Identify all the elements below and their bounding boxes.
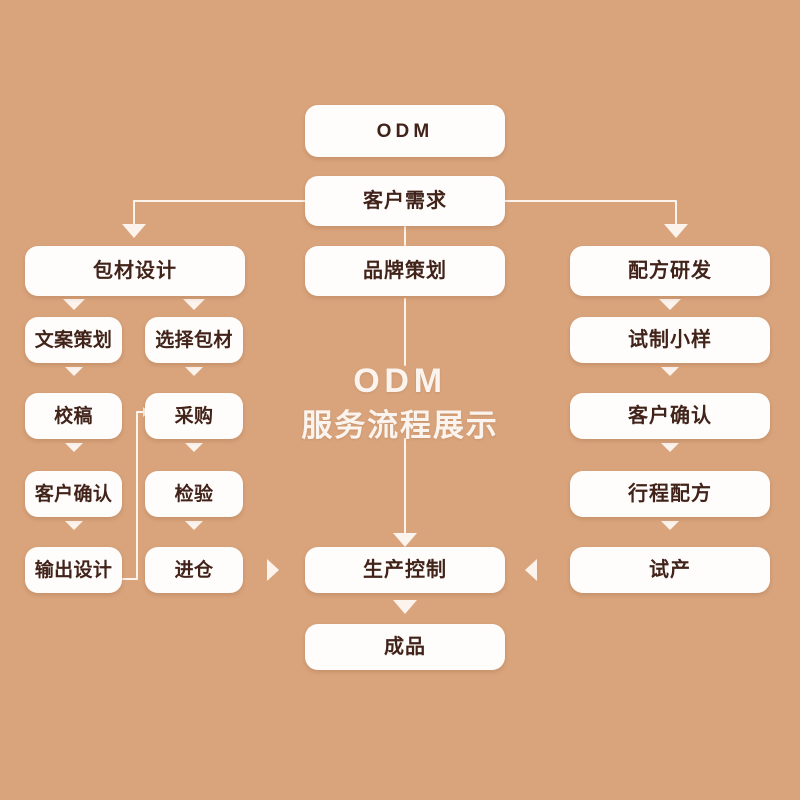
connector-brand-spine-bottom <box>404 438 406 536</box>
arrow-down-icon-r-1 <box>661 367 679 376</box>
node-output-design[interactable]: 输出设计 <box>25 547 122 593</box>
arrow-down-icon-to-production <box>393 533 417 547</box>
node-trial-sample[interactable]: 试制小样 <box>570 317 770 363</box>
connector-demand-to-left <box>133 200 307 202</box>
connector-demand-to-center <box>404 226 406 246</box>
arrow-left-icon-into-production <box>525 559 537 581</box>
connector-right-drop <box>675 200 677 227</box>
arrow-down-icon-lb-3 <box>185 521 203 530</box>
arrow-down-icon-to-select-material <box>183 299 205 310</box>
node-trial-production[interactable]: 试产 <box>570 547 770 593</box>
connector-left-drop <box>133 200 135 227</box>
arrow-down-icon-left-branch <box>122 224 146 238</box>
node-formula-rnd[interactable]: 配方研发 <box>570 246 770 296</box>
connector-output-to-purchase-h1 <box>122 578 138 580</box>
arrow-down-icon-to-finished <box>393 600 417 614</box>
arrow-down-icon-to-sample <box>659 299 681 310</box>
node-finished-goods[interactable]: 成品 <box>305 624 505 670</box>
connector-output-to-purchase-h2 <box>136 411 144 413</box>
connector-demand-to-right <box>503 200 677 202</box>
arrow-down-icon-la-3 <box>65 521 83 530</box>
connector-brand-spine-top <box>404 298 406 366</box>
node-customer-demand[interactable]: 客户需求 <box>305 176 505 226</box>
arrow-down-icon-lb-1 <box>185 367 203 376</box>
node-production-control[interactable]: 生产控制 <box>305 547 505 593</box>
arrow-down-icon-la-1 <box>65 367 83 376</box>
node-process-formula[interactable]: 行程配方 <box>570 471 770 517</box>
arrow-right-icon-into-production <box>267 559 279 581</box>
node-select-packaging[interactable]: 选择包材 <box>145 317 243 363</box>
node-brand-planning[interactable]: 品牌策划 <box>305 246 505 296</box>
arrow-down-icon-la-2 <box>65 443 83 452</box>
arrow-down-icon-r-2 <box>661 443 679 452</box>
arrow-down-icon-right-branch <box>664 224 688 238</box>
node-warehousing[interactable]: 进仓 <box>145 547 243 593</box>
node-purchasing[interactable]: 采购 <box>145 393 243 439</box>
node-customer-confirm-left[interactable]: 客户确认 <box>25 471 122 517</box>
node-odm[interactable]: ODM <box>305 105 505 157</box>
node-proofreading[interactable]: 校稿 <box>25 393 122 439</box>
connector-output-to-purchase-v <box>136 411 138 580</box>
node-customer-confirm-right[interactable]: 客户确认 <box>570 393 770 439</box>
arrow-down-icon-lb-2 <box>185 443 203 452</box>
arrow-down-icon-to-copy-planning <box>63 299 85 310</box>
node-inspection[interactable]: 检验 <box>145 471 243 517</box>
arrow-down-icon-r-3 <box>661 521 679 530</box>
node-copy-planning[interactable]: 文案策划 <box>25 317 122 363</box>
node-packaging-design[interactable]: 包材设计 <box>25 246 245 296</box>
